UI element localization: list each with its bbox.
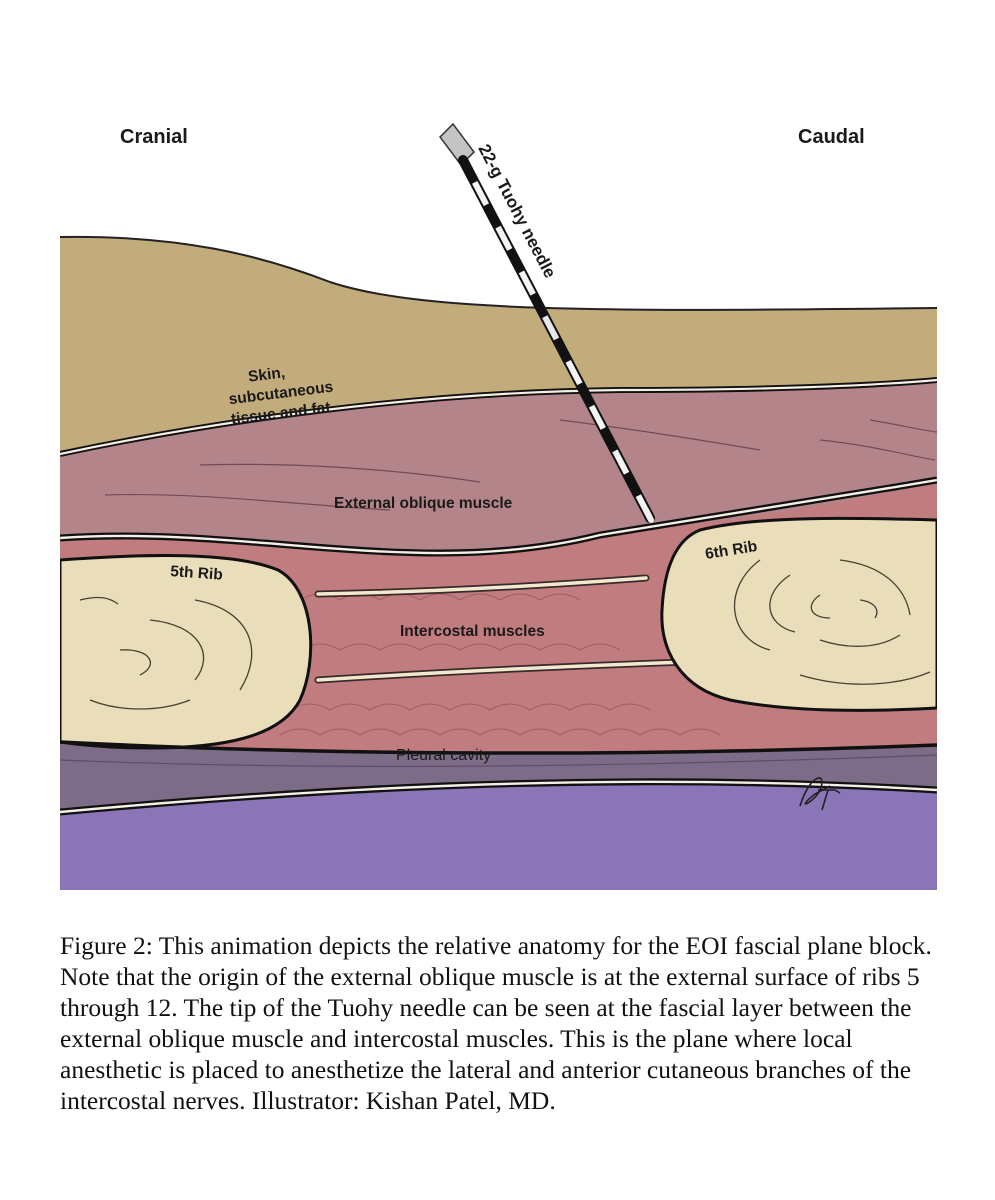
anatomy-illustration: Cranial Caudal 22-g Tuohy needle Skin, s… <box>60 122 937 890</box>
needle-marking <box>542 315 560 341</box>
caudal-label: Caudal <box>798 126 865 148</box>
rib-5 <box>60 554 313 750</box>
rib-6-texture <box>733 559 931 685</box>
tuohy-needle <box>439 122 655 523</box>
needle-depth-markings <box>472 180 653 520</box>
skin-label-line1: Skin, <box>247 364 286 385</box>
needle-tip <box>643 507 654 523</box>
rib-5-label: 5th Rib <box>170 563 224 584</box>
intercostal-texture <box>279 593 721 736</box>
external-oblique-band <box>60 378 937 551</box>
needle-marking <box>588 404 606 430</box>
external-oblique-label: External oblique muscle <box>334 495 513 512</box>
cranial-label: Cranial <box>120 126 188 148</box>
needle-marking <box>565 359 583 386</box>
illustrator-signature <box>799 777 841 811</box>
lung-surface-line <box>60 754 937 767</box>
pleura-top-line <box>60 740 937 755</box>
needle-marking <box>612 449 630 475</box>
pleural-label: Pleural cavity <box>396 747 491 764</box>
skin-layer <box>60 236 937 454</box>
figure-caption: Figure 2: This animation depicts the rel… <box>60 931 932 1115</box>
needle-marking <box>495 225 513 251</box>
needle-marking <box>518 270 536 296</box>
skin-top-outline <box>60 235 937 311</box>
needle-marking <box>472 180 490 207</box>
intercostal-label: Intercostal muscles <box>400 623 545 640</box>
needle-hub <box>439 122 475 167</box>
external-oblique-fibers <box>104 419 937 511</box>
rib-5-texture <box>79 596 253 710</box>
